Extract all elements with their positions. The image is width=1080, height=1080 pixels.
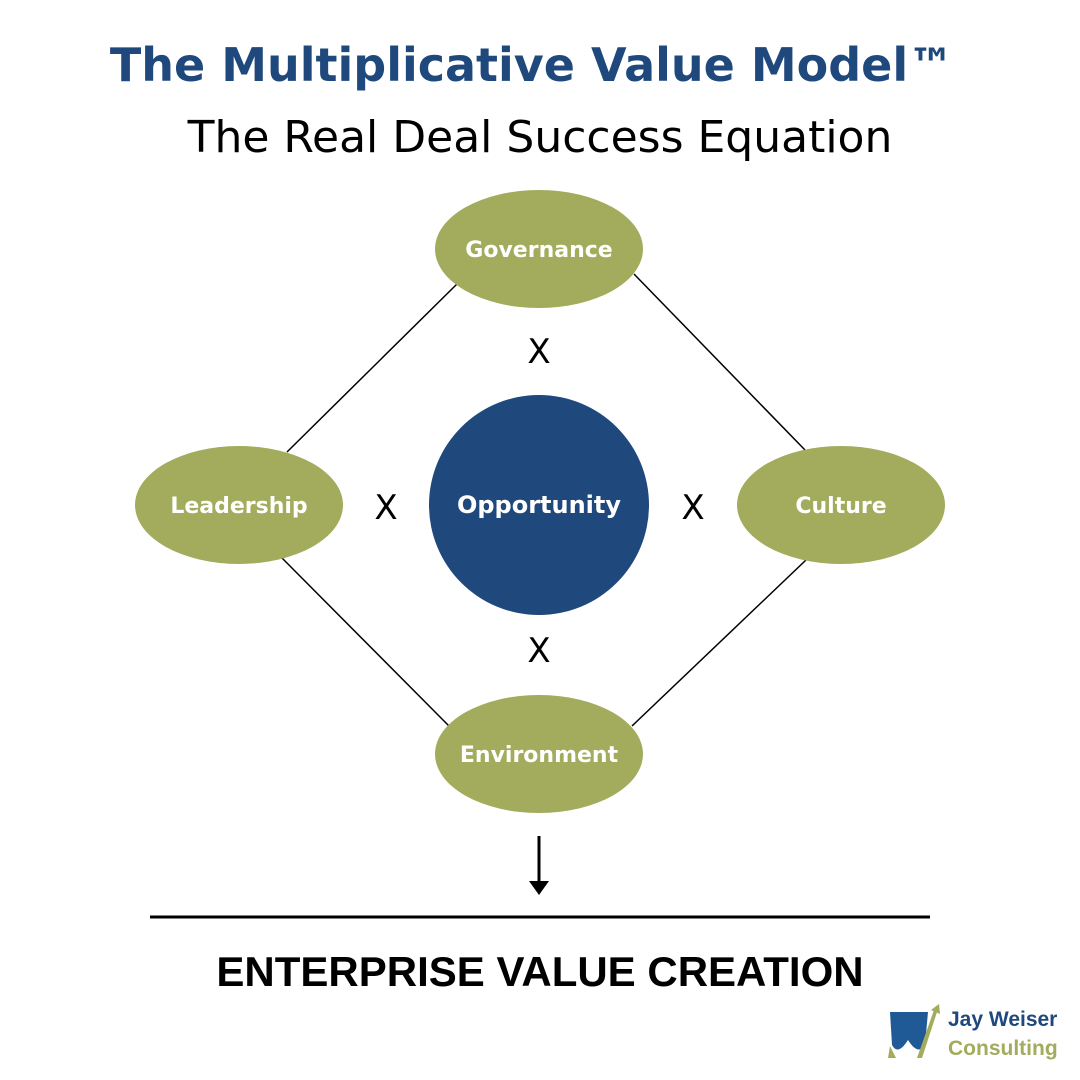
- label-culture: Culture: [795, 494, 886, 519]
- label-governance: Governance: [465, 238, 612, 263]
- node-opportunity: [429, 395, 649, 615]
- connector-line: [631, 559, 807, 727]
- connector-line: [281, 557, 450, 727]
- node-culture: [737, 446, 945, 564]
- page-title: The Multiplicative Value Model™: [109, 38, 955, 92]
- logo-tagline: Consulting: [948, 1037, 1058, 1060]
- connector-line: [286, 283, 458, 453]
- operator-right: X: [681, 488, 704, 528]
- label-opportunity: Opportunity: [457, 491, 621, 519]
- arrow-down-icon: [529, 836, 549, 895]
- label-leadership: Leadership: [170, 494, 307, 519]
- logo-name: Jay Weiser: [948, 1008, 1058, 1031]
- operator-bottom: X: [527, 631, 550, 671]
- logo-mark-icon: [888, 1004, 940, 1058]
- result-label: ENTERPRISE VALUE CREATION: [216, 948, 864, 995]
- page-subtitle: The Real Deal Success Equation: [187, 112, 893, 163]
- operator-left: X: [374, 488, 397, 528]
- operator-top: X: [527, 332, 550, 372]
- node-leadership: [135, 446, 343, 564]
- connector-line: [633, 273, 806, 451]
- node-environment: [435, 695, 643, 813]
- label-environment: Environment: [460, 743, 619, 768]
- node-governance: [435, 190, 643, 308]
